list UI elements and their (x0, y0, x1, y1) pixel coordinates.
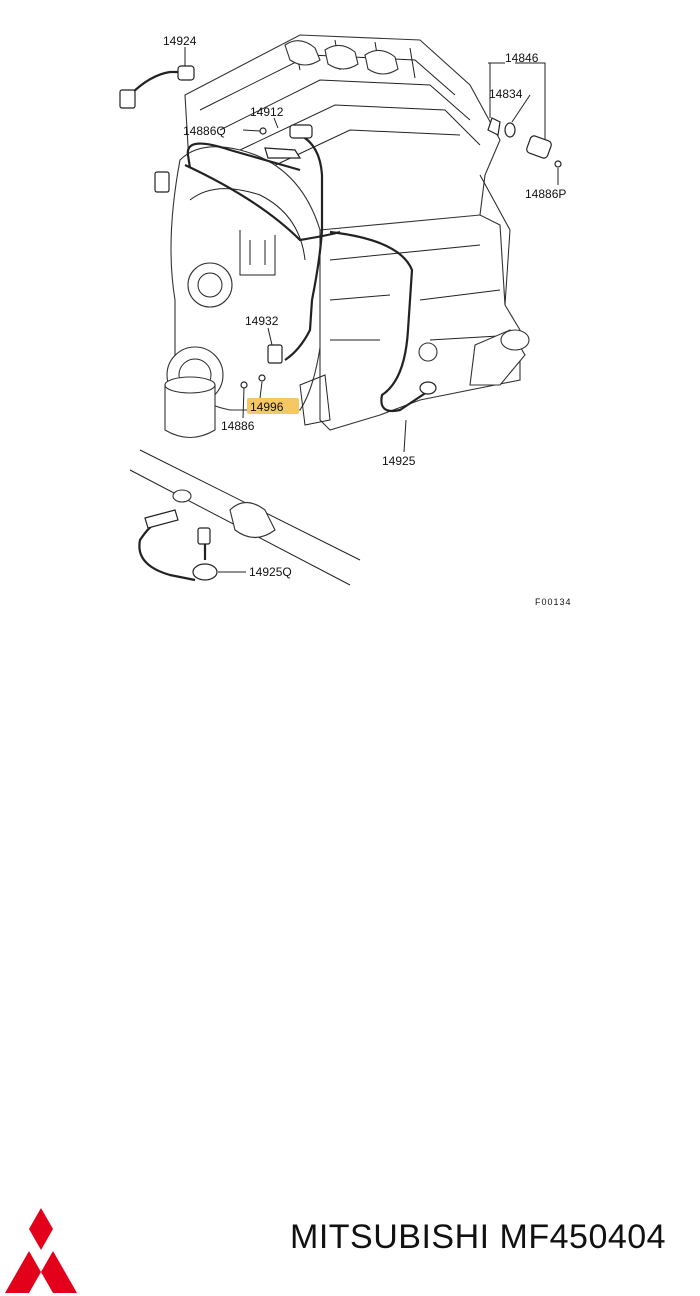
footer: MITSUBISHI MF450404 (0, 600, 700, 1293)
label-14932: 14932 (245, 314, 279, 328)
label-14925: 14925 (382, 454, 416, 468)
label-14912: 14912 (250, 105, 284, 119)
logo-diamond-left (5, 1251, 41, 1293)
label-14886: 14886 (221, 419, 255, 433)
label-14925Q: 14925Q (249, 565, 292, 579)
logo-diamond-top (29, 1208, 53, 1250)
engine-block (164, 34, 530, 439)
part-labels: 14924 14846 14834 14912 14886Q 14886P 14… (163, 34, 572, 607)
logo-diamond-right (41, 1251, 77, 1293)
highlight-14996 (247, 398, 299, 414)
brand-part-line: MITSUBISHI MF450404 (290, 1218, 666, 1262)
leader-lines (184, 47, 559, 573)
figure-code: F00134 (535, 597, 572, 607)
sensor-components (119, 65, 562, 581)
label-14996: 14996 (250, 400, 284, 414)
label-14886P: 14886P (525, 187, 566, 201)
label-14834: 14834 (489, 87, 523, 101)
label-14886Q: 14886Q (183, 124, 226, 138)
brand-name: MITSUBISHI (290, 1218, 490, 1256)
label-14846: 14846 (505, 51, 539, 65)
label-14924: 14924 (163, 34, 197, 48)
part-number: MF450404 (499, 1218, 667, 1256)
exhaust-pipe (129, 449, 361, 586)
engine-sensor-diagram: 14924 14846 14834 14912 14886Q 14886P 14… (119, 34, 572, 607)
mitsubishi-logo (5, 1208, 77, 1293)
